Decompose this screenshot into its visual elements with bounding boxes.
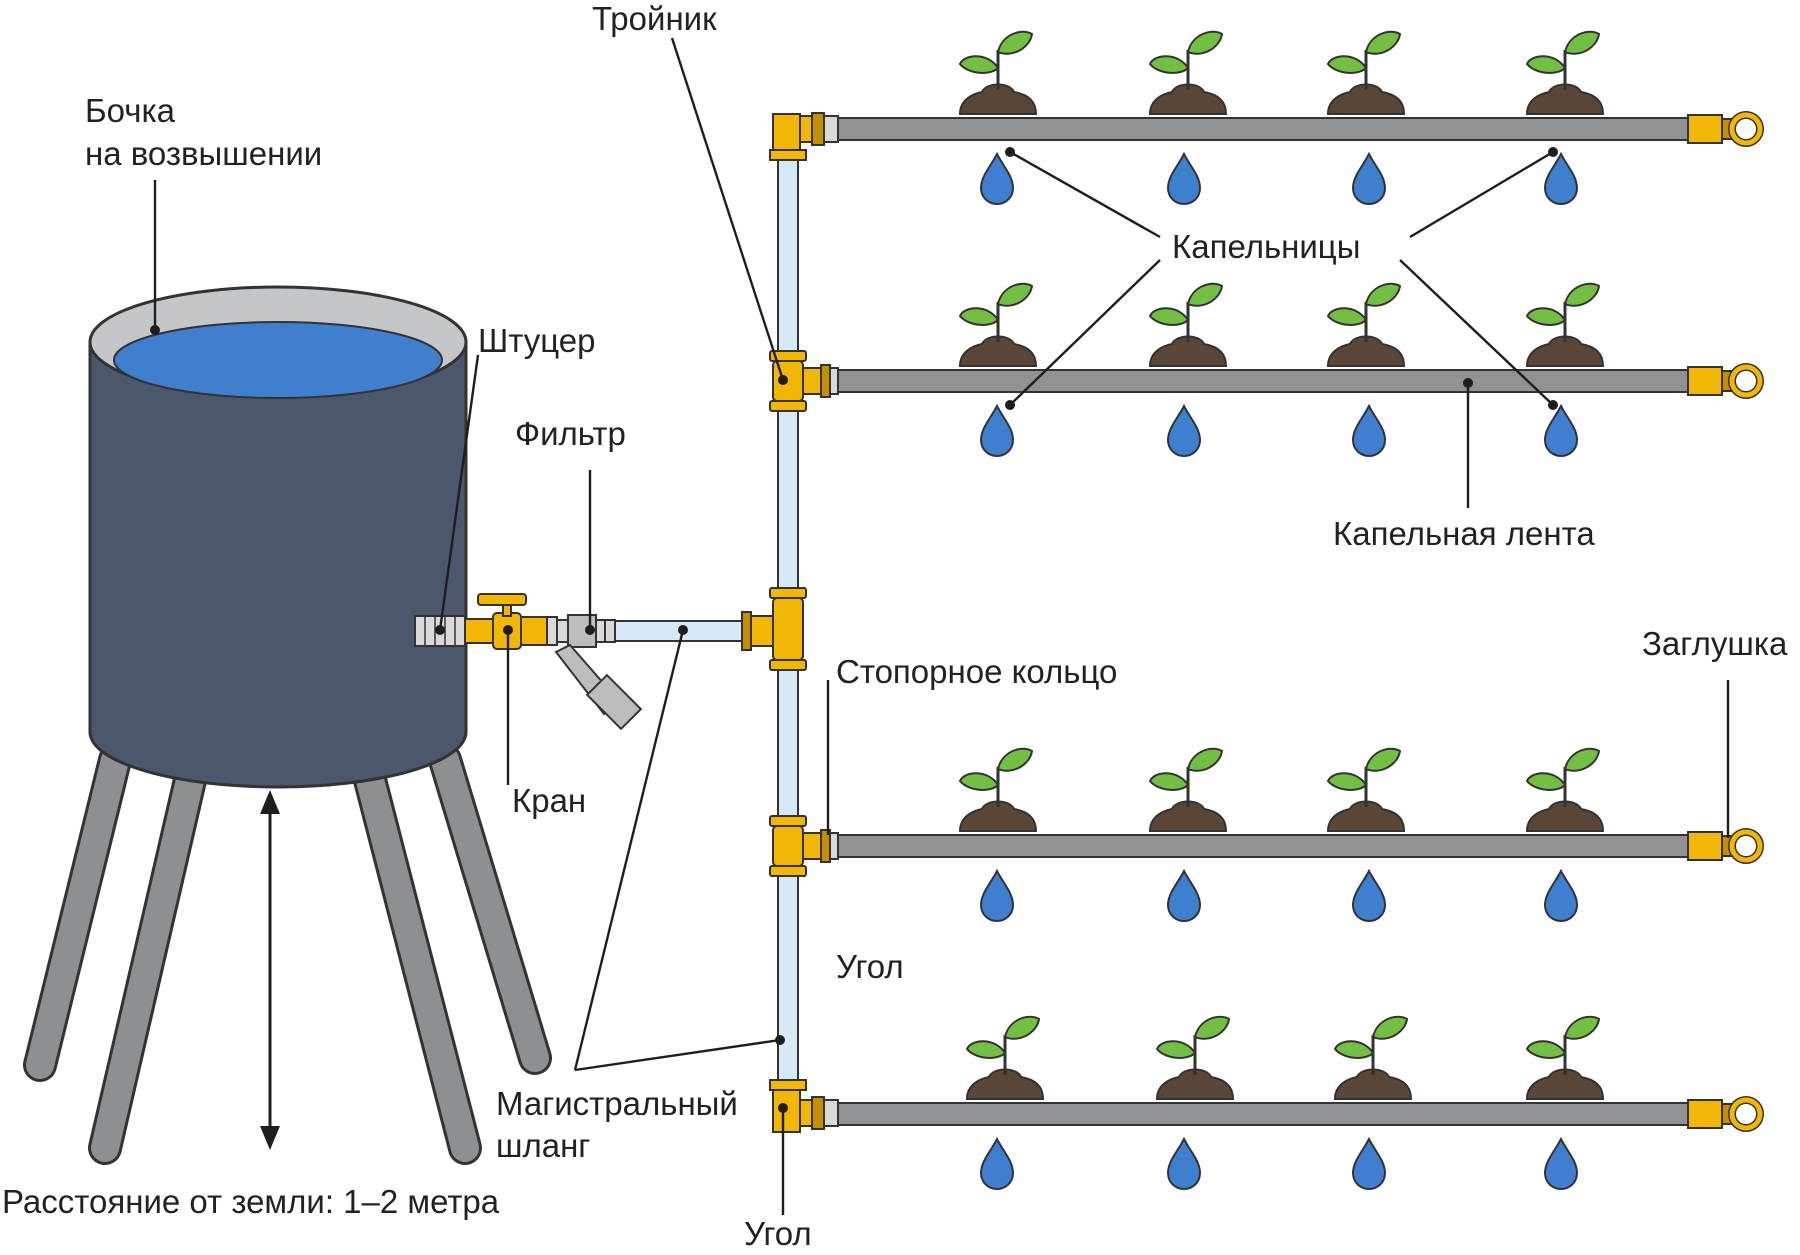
tee-feed <box>741 587 807 671</box>
drop-row-1-4 <box>1544 153 1578 205</box>
drip-tapes <box>837 117 1689 1126</box>
label-tee: Тройник <box>592 0 717 37</box>
label-main-hose-line1: Магистральный <box>496 1085 738 1122</box>
plant-row-4-2 <box>1155 1015 1235 1101</box>
end-plug-row-4 <box>1688 1100 1760 1128</box>
plant-row-1-1 <box>958 30 1038 116</box>
plant-row-3-4 <box>1525 747 1605 833</box>
drop-row-2-4 <box>1544 405 1578 457</box>
drip-tape-row-3 <box>837 834 1689 858</box>
tap <box>464 593 548 650</box>
drop-row-2-2 <box>1167 405 1201 457</box>
drop-row-4-3 <box>1352 1138 1386 1190</box>
plant-row-2-2 <box>1148 282 1228 368</box>
plant-row-1-2 <box>1148 30 1228 116</box>
label-filter: Фильтр <box>515 415 626 452</box>
plants <box>958 30 1605 1101</box>
plant-row-1-3 <box>1326 30 1406 116</box>
drop-row-4-1 <box>980 1138 1014 1190</box>
label-distance: Расстояние от земли: 1–2 метра <box>2 1183 500 1220</box>
water-surface <box>113 321 443 399</box>
plant-row-2-3 <box>1326 282 1406 368</box>
plant-row-2-4 <box>1525 282 1605 368</box>
label-lock-ring: Стопорное кольцо <box>836 653 1117 690</box>
end-plug-row-1 <box>1688 115 1760 143</box>
plant-row-3-3 <box>1326 747 1406 833</box>
drop-row-3-1 <box>980 870 1014 922</box>
end-plug-row-3 <box>1688 832 1760 860</box>
drop-row-2-1 <box>980 405 1014 457</box>
drip-tape-row-4 <box>837 1102 1689 1126</box>
plant-row-3-2 <box>1148 747 1228 833</box>
leader-lines <box>150 37 1730 1215</box>
label-barrel-line2: на возвышении <box>85 135 322 172</box>
plant-row-1-4 <box>1525 30 1605 116</box>
barrel-legs <box>23 743 552 1165</box>
elbow-top <box>769 112 839 161</box>
label-tap: Кран <box>512 782 586 819</box>
drop-row-3-2 <box>1167 870 1201 922</box>
plant-row-3-1 <box>958 747 1038 833</box>
label-fitting: Штуцер <box>478 322 595 359</box>
drop-row-4-2 <box>1167 1138 1201 1190</box>
drop-row-2-3 <box>1352 405 1386 457</box>
drip-tape-row-2 <box>837 369 1689 393</box>
drop-row-3-4 <box>1544 870 1578 922</box>
height-arrow <box>260 790 280 1150</box>
plant-row-4-1 <box>965 1015 1045 1101</box>
barrel <box>88 285 468 789</box>
label-drip-tape: Капельная лента <box>1333 515 1595 552</box>
drop-row-4-4 <box>1544 1138 1578 1190</box>
plant-row-4-4 <box>1525 1015 1605 1101</box>
filter <box>546 614 643 731</box>
end-plug-row-2 <box>1688 367 1760 395</box>
drop-row-1-1 <box>980 153 1014 205</box>
label-elbow-bottom: Угол <box>744 1215 812 1252</box>
drop-row-1-2 <box>1167 153 1201 205</box>
plant-row-4-3 <box>1333 1015 1413 1101</box>
drop-row-3-3 <box>1352 870 1386 922</box>
plant-row-2-1 <box>958 282 1038 368</box>
label-end-plug: Заглушка <box>1642 625 1788 662</box>
label-main-hose-line2: шланг <box>496 1127 590 1164</box>
label-elbow-mid: Угол <box>836 948 904 985</box>
drop-row-1-3 <box>1352 153 1386 205</box>
drip-tape-row-1 <box>837 117 1689 141</box>
label-drippers: Капельницы <box>1172 228 1360 265</box>
label-barrel-line1: Бочка <box>85 92 176 129</box>
